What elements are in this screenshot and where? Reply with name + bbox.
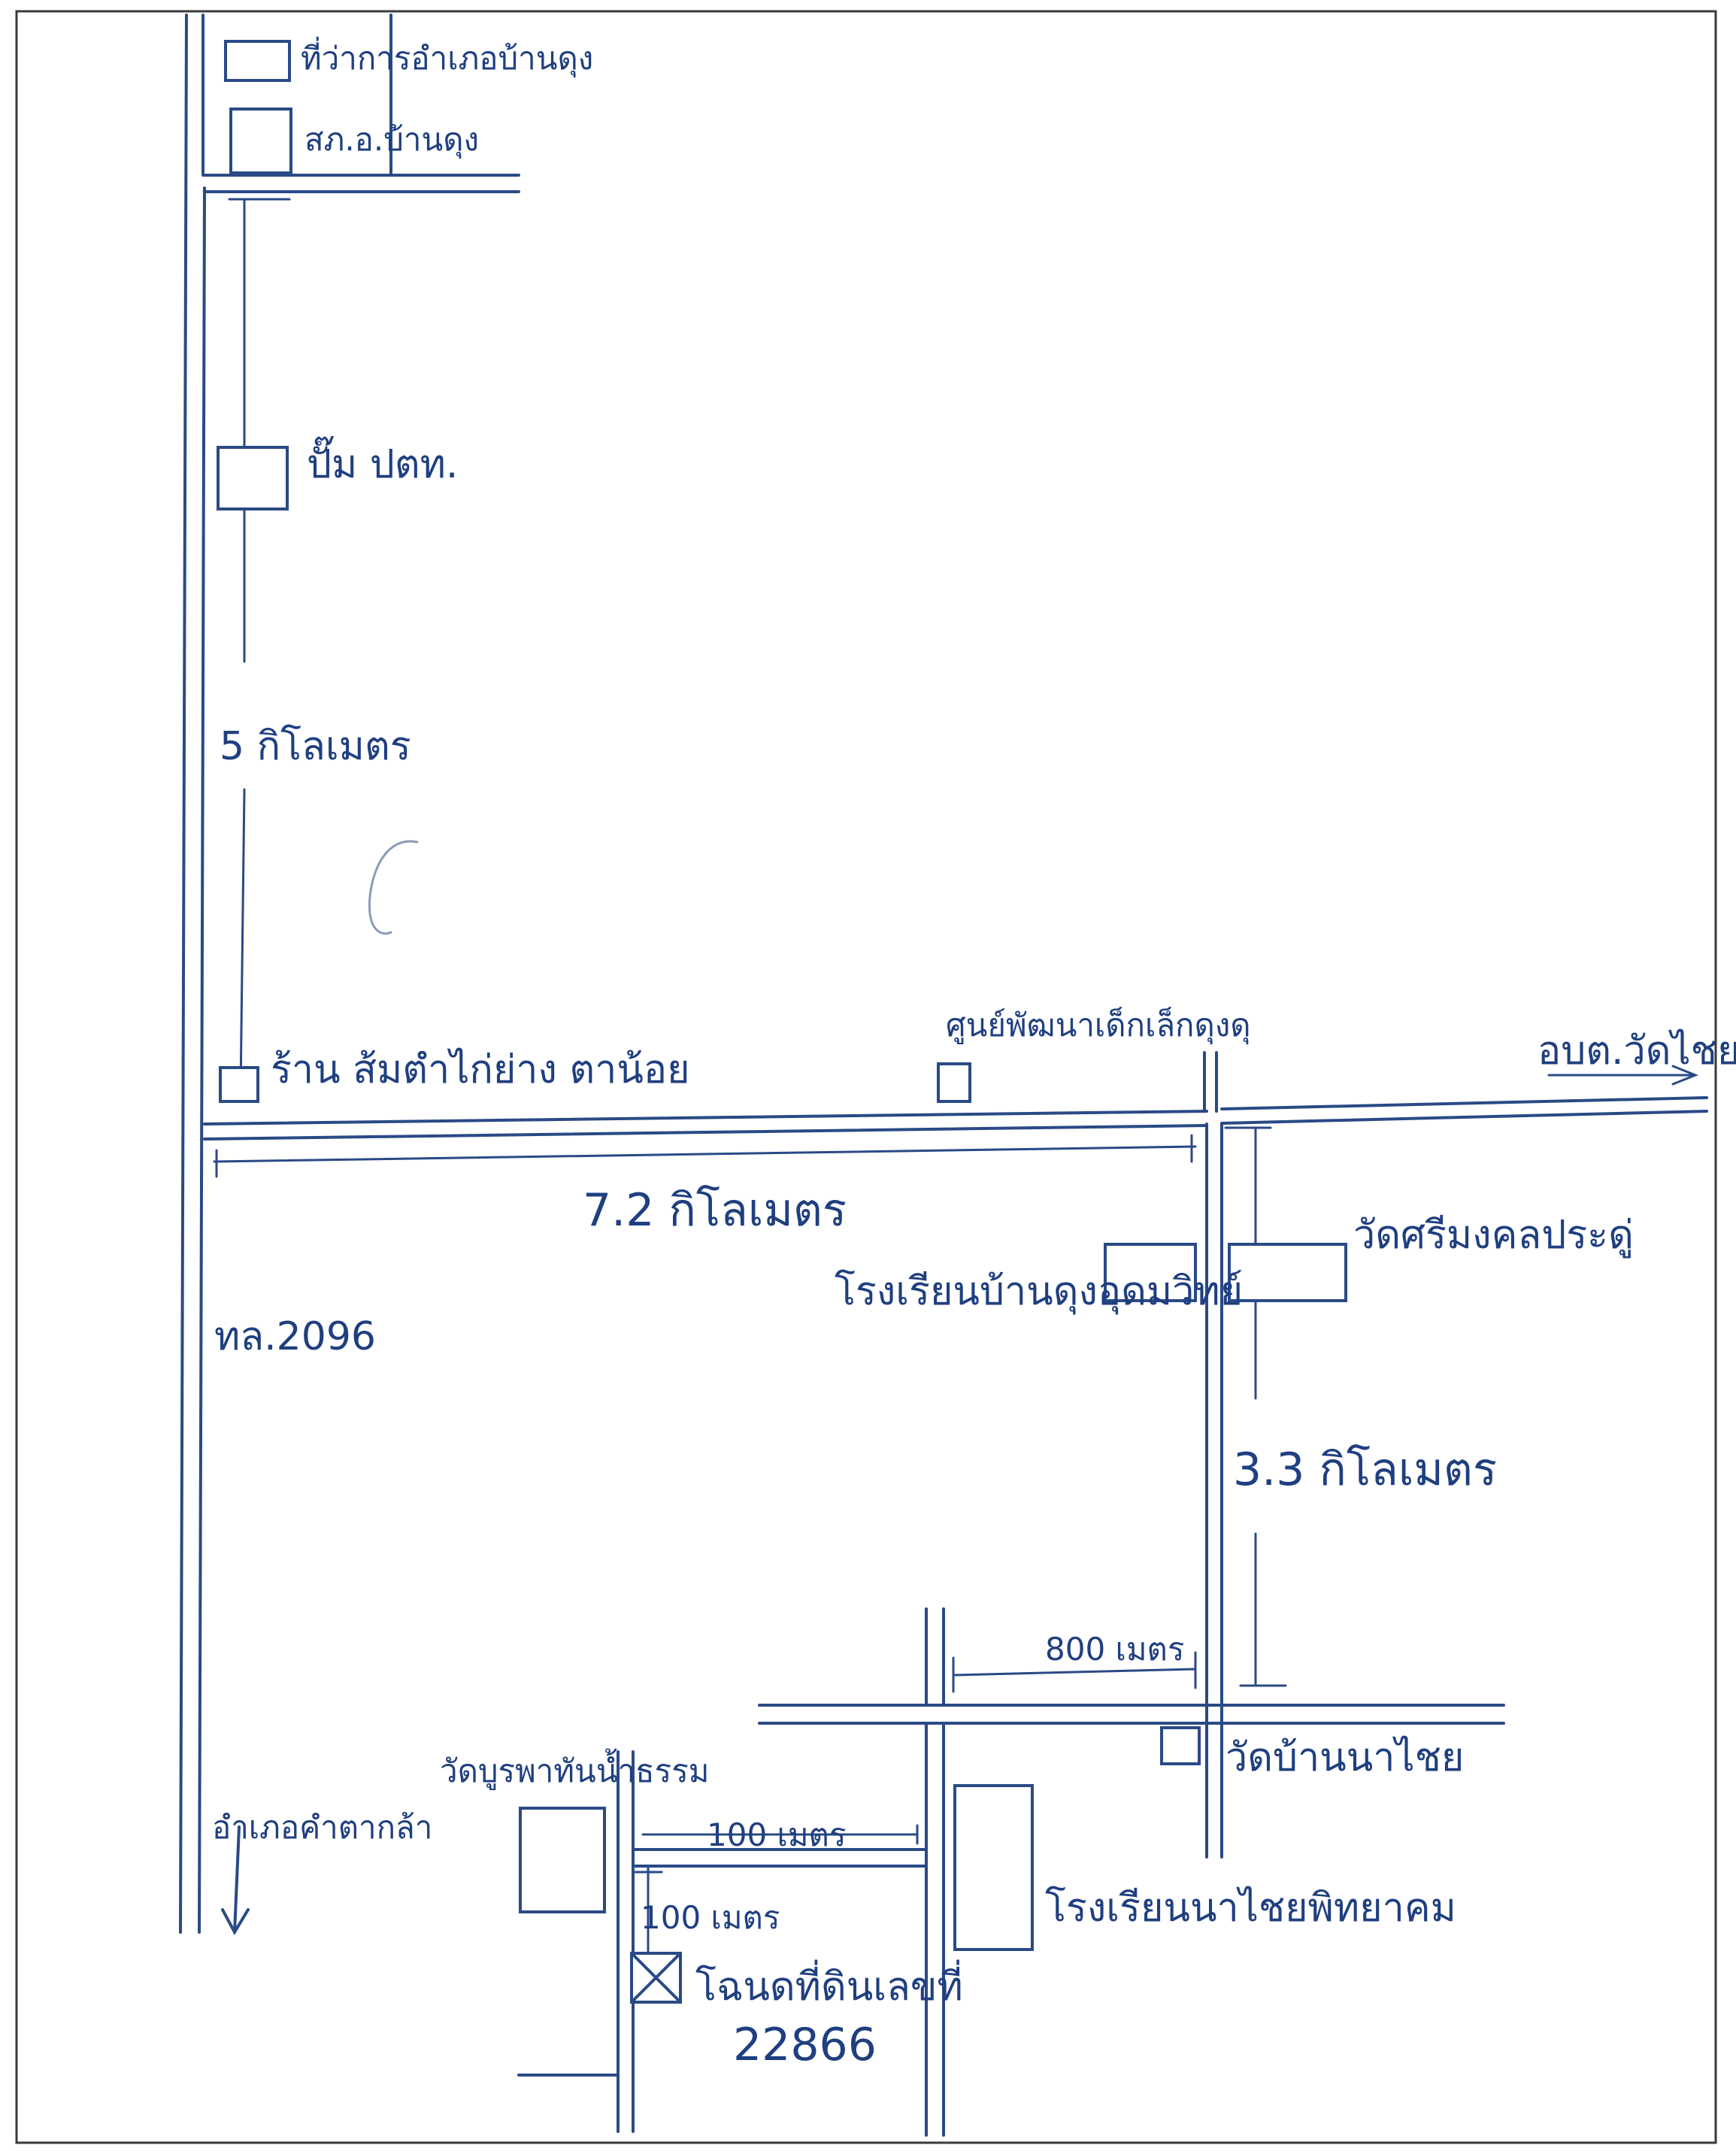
secondary-road-vertical: [925, 1607, 945, 2137]
road-2096: [179, 14, 206, 1934]
distance-7-2km-label: 7.2 กิโลเมตร: [583, 1184, 847, 1237]
location-label: โฉนดที่ดินเลขที่: [695, 1959, 963, 2010]
distance-5km-label: 5 กิโลเมตร: [220, 724, 411, 769]
wat-ban-na-chai-box: [1160, 1726, 1201, 1765]
page-frame: [15, 10, 1717, 2144]
dimension-line-800m: [952, 1651, 1197, 1693]
to-kham-ta-kla-label: อำเภอคำตากล้า: [212, 1809, 432, 1846]
wat-bu-than-label: วัดบูรพาทันน้ำธรรม: [440, 1748, 709, 1790]
secondary-road-horizontal: [758, 1704, 1505, 1725]
wat-ban-na-chai-label: วัดบ้านนาไชย: [1226, 1735, 1464, 1780]
school-na-chai-label: โรงเรียนนาไชยพิทยาคม: [1045, 1886, 1456, 1931]
grilled-chicken-shop-box: [219, 1066, 259, 1103]
dimension-line-100m-horizontal: [641, 1824, 919, 1845]
school-na-chai-box: [953, 1784, 1034, 1951]
to-wat-chai-label: อบต.วัดไชย: [1538, 1029, 1736, 1074]
district-office-label: ที่ว่าการอำเภอบ้านดุง: [301, 37, 593, 78]
district-office-box: [224, 40, 291, 82]
deed-number-label: 22866: [733, 2019, 877, 2071]
distance-100m-vertical-label: 100 เมตร: [641, 1899, 780, 1936]
school-ban-dung-box: [1104, 1243, 1197, 1302]
dimension-line-5km: [228, 198, 291, 1092]
dimension-line-3-3km: [1224, 1126, 1287, 1687]
distance-800m-label: 800 เมตร: [1045, 1631, 1184, 1668]
child-center-label: ศูนย์พัฒนาเด็กเล็กดุงดุ: [946, 1007, 1251, 1045]
wat-sri-mongkol-box: [1228, 1243, 1347, 1302]
route-2096-label: ทล.2096: [214, 1314, 376, 1359]
wat-bu-than-box: [519, 1807, 606, 1913]
ptt-station-box: [217, 446, 289, 510]
crossed-box-icon: [630, 1952, 682, 2004]
dimension-line-100m-vertical: [634, 1867, 663, 1956]
arrow-down-icon: [221, 1825, 250, 1936]
top-branch-road: [201, 14, 520, 193]
police-station-box: [229, 108, 292, 174]
to-wat-chai-arrow: [1547, 1065, 1699, 1086]
school-ban-dung-label: โรงเรียนบ้านดุงอุดมวิทย์: [835, 1269, 1243, 1315]
soi-road: [517, 1750, 928, 2133]
branch-road-vertical: [1203, 1051, 1223, 1859]
child-center-box: [937, 1062, 971, 1103]
main-road-horizontal: [203, 1096, 1708, 1141]
ptt-station-label: ปั๊ม ปตท.: [307, 436, 458, 487]
distance-3-3km-label: 3.3 กิโลเมตร: [1233, 1444, 1497, 1496]
distance-100m-horizontal-label: 100 เมตร: [707, 1816, 846, 1853]
c-shape-mark: [368, 840, 419, 935]
police-station-label: สภ.อ.บ้านดุง: [304, 121, 479, 159]
wat-sri-mongkol-label: วัดศรีมงคลประดู่: [1353, 1213, 1634, 1259]
grilled-chicken-shop-label: ร้าน ส้มตำไก่ย่าง ตาน้อย: [271, 1047, 690, 1092]
dimension-line-7-2km: [213, 1134, 1197, 1178]
